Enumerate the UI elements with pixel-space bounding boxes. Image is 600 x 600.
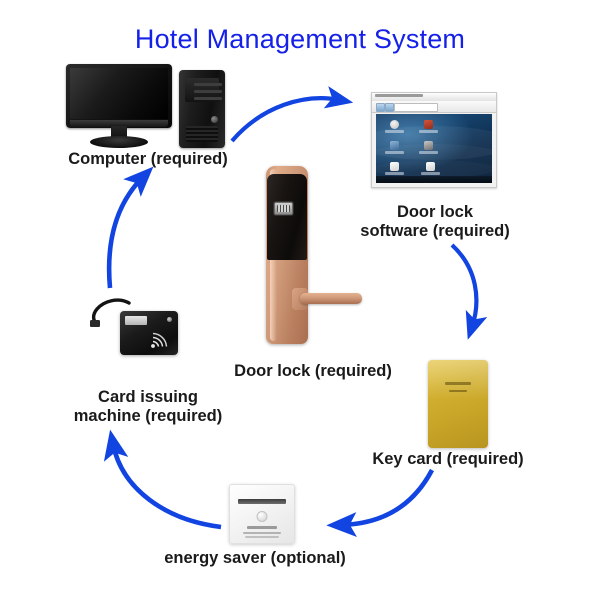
node-energy-saver[interactable] (229, 484, 295, 544)
monitor-stand-base (90, 136, 148, 148)
node-computer[interactable] (62, 62, 232, 150)
door-lock-handle (300, 293, 362, 304)
arrow-keycard-to-energysaver (326, 468, 435, 538)
node-door-lock-software[interactable] (371, 92, 497, 188)
rfid-wave-icon (151, 332, 168, 348)
arrow-computer-to-software (230, 86, 354, 143)
monitor-screen (70, 68, 168, 119)
label-door-lock: Door lock (required) (234, 362, 392, 380)
monitor-stand-neck (111, 126, 127, 139)
usb-cable-icon (90, 298, 131, 327)
software-window (371, 92, 497, 188)
label-door-lock-software: Door lock software (required) (360, 203, 510, 240)
tower-front-panel (185, 78, 222, 102)
card-slot (238, 499, 286, 504)
encoder-brand-label (125, 316, 147, 325)
arrow-software-to-keycard (450, 243, 488, 340)
encoder-led (167, 317, 172, 322)
indicator-button (256, 511, 268, 522)
desktop-icon-4 (419, 141, 438, 154)
arrow-energysaver-to-cardmachine (103, 429, 222, 530)
page-title: Hotel Management System (134, 24, 466, 54)
energy-saver-switch-icon (229, 484, 295, 544)
label-energy-saver: energy saver (optional) (164, 549, 346, 567)
desktop-icon-2 (419, 120, 438, 133)
card-encoder-icon (120, 311, 178, 355)
desktop-wallpaper (376, 114, 492, 183)
monitor-bezel (70, 120, 168, 127)
label-computer: Computer (required) (68, 150, 228, 168)
door-lock-card-panel (267, 174, 307, 260)
label-key-card: Key card (required) (372, 450, 524, 468)
tower-vent-grill (186, 126, 218, 142)
desktop-icon-6 (421, 162, 440, 175)
desktop-icon-1 (385, 120, 404, 133)
key-card-icon (428, 360, 488, 448)
node-card-issuing-machine[interactable] (88, 295, 180, 357)
computer-tower-icon (179, 70, 225, 148)
node-key-card[interactable] (428, 360, 488, 448)
window-toolbar (372, 101, 496, 113)
tower-power-led (211, 116, 218, 123)
desktop-icon-3 (385, 141, 404, 154)
monitor-icon (66, 64, 172, 128)
label-card-issuing-machine: Card issuing machine (required) (73, 388, 223, 425)
card-reader-window-icon (274, 202, 293, 215)
desktop-taskbar (376, 176, 492, 183)
node-door-lock[interactable] (258, 166, 368, 351)
desktop-icon-5 (385, 162, 404, 175)
arrow-cardmachine-to-computer (106, 166, 154, 289)
